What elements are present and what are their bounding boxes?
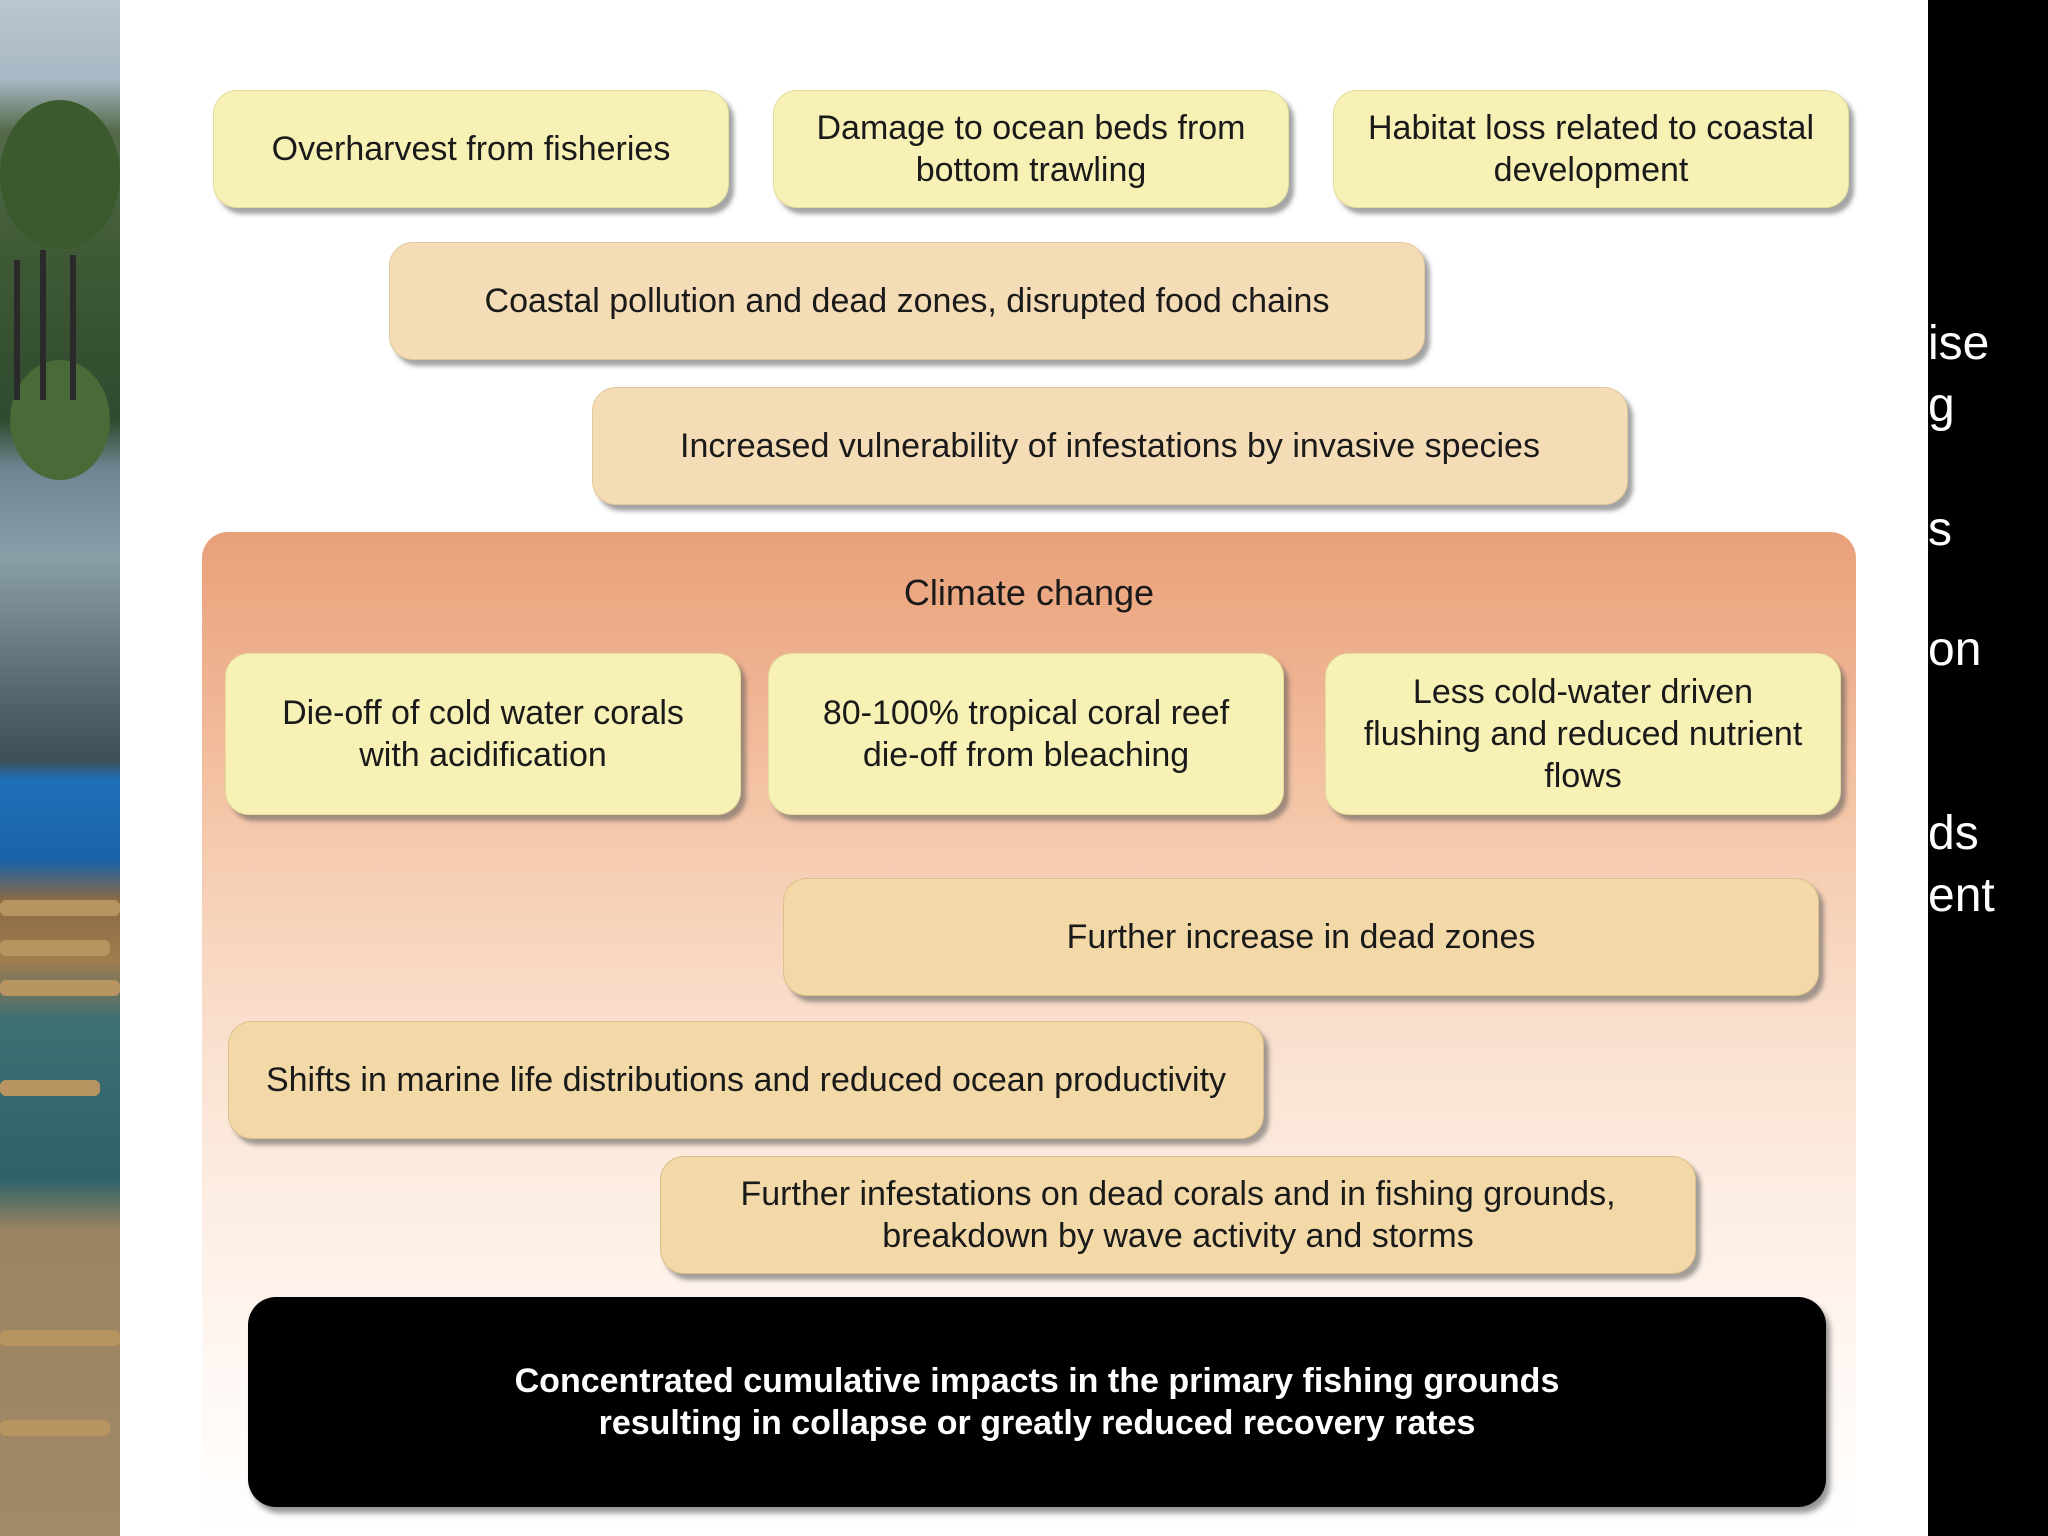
box-coastal-pollution: Coastal pollution and dead zones, disrup… (389, 242, 1425, 360)
pier-post (40, 250, 46, 400)
diagram-slide: Overharvest from fisheries Damage to oce… (120, 0, 1928, 1536)
right-text-fragment: ent (1928, 869, 1995, 922)
bamboo-pole (0, 940, 110, 956)
box-tropical-coral-bleaching: 80-100% tropical coral reef die-off from… (768, 653, 1284, 815)
box-cold-water-corals: Die-off of cold water corals with acidif… (225, 653, 741, 815)
box-further-infestations: Further infestations on dead corals and … (660, 1156, 1696, 1274)
bamboo-pole (0, 1080, 100, 1096)
box-overharvest: Overharvest from fisheries (213, 90, 729, 208)
box-bottom-trawling: Damage to ocean beds from bottom trawlin… (773, 90, 1289, 208)
bamboo-pole (0, 980, 120, 996)
right-text-fragment: on (1928, 623, 1982, 676)
pier-post (70, 255, 76, 400)
box-habitat-loss: Habitat loss related to coastal developm… (1333, 90, 1849, 208)
box-marine-shifts: Shifts in marine life distributions and … (228, 1021, 1264, 1139)
right-text-fragment: ds (1928, 807, 1979, 860)
background-photo (0, 0, 120, 1536)
pier-post (14, 260, 20, 400)
climate-change-title: Climate change (903, 572, 1155, 613)
box-outcome-collapse: Concentrated cumulative impacts in the p… (248, 1297, 1826, 1507)
tree-foliage (0, 100, 120, 250)
box-nutrient-flows: Less cold-water driven flushing and redu… (1325, 653, 1841, 815)
right-text-fragment: s (1928, 503, 1952, 556)
box-dead-zones: Further increase in dead zones (783, 878, 1819, 996)
bamboo-pole (0, 1330, 120, 1346)
right-text-fragment: ise (1928, 317, 1990, 370)
box-invasive-vulnerability: Increased vulnerability of infestations … (592, 387, 1628, 505)
bamboo-pole (0, 900, 120, 916)
mangrove-foliage (10, 360, 110, 480)
bamboo-pole (0, 1420, 110, 1436)
right-text-fragment: g (1928, 379, 1955, 432)
